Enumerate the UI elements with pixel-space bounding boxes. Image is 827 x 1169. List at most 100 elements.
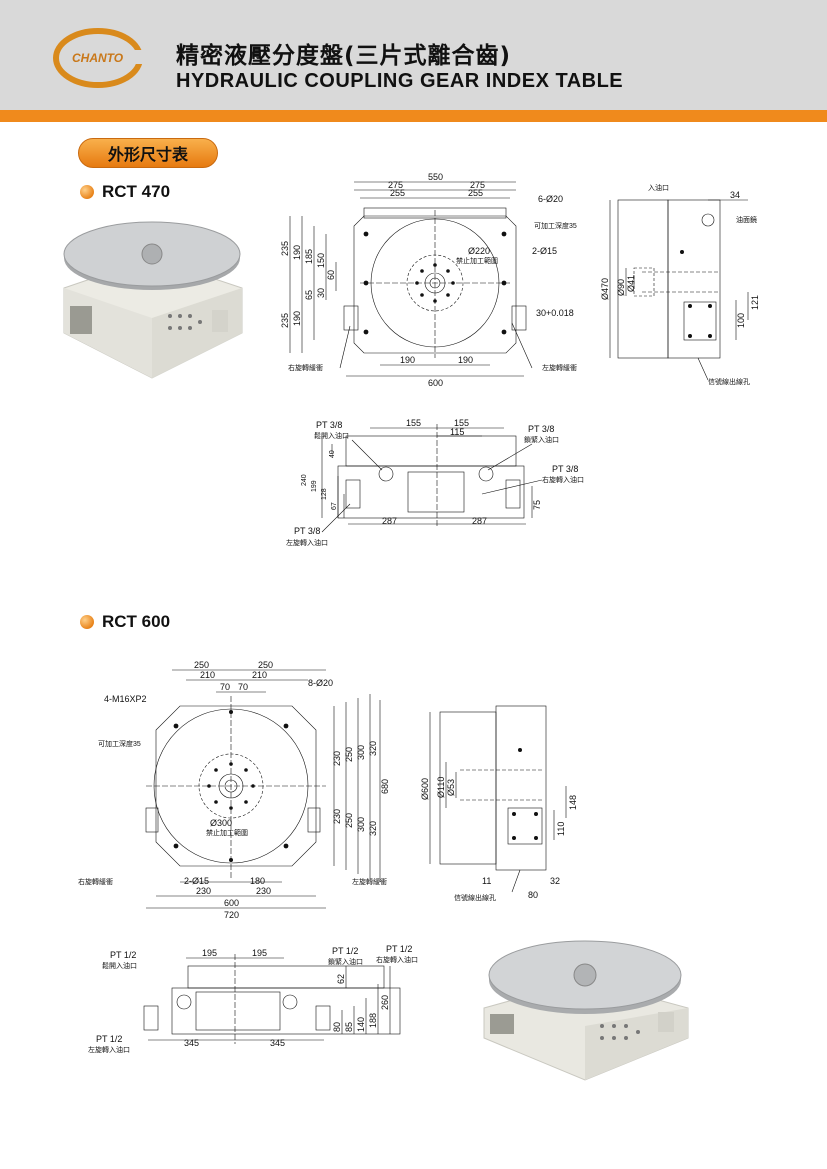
rct600-photo [483,940,689,1081]
label-forbid: 禁止加工範圍 [206,828,248,837]
rct470-top-view: 550 275 275 255 255 6-Ø20 可加工深度35 Ø220 禁… [280,172,577,388]
dim-210: 210 [252,670,267,680]
dim-40: 40 [329,450,336,458]
label-pt: PT 1/2 [96,1034,122,1044]
label-inlet: 入油口 [648,183,669,192]
dim-600: 600 [224,898,239,908]
dim-67: 67 [331,502,338,510]
label-release: 鬆開入油口 [102,961,137,970]
dim-d41: Ø41 [626,275,636,292]
label-left-inlet: 左旋轉入油口 [88,1045,130,1054]
dim-255: 255 [390,188,405,198]
dim-d110: Ø110 [436,777,446,798]
model-name: RCT 600 [102,612,171,631]
label-dia220: Ø220 [468,246,490,256]
dim-75: 75 [532,500,542,510]
dim-195: 195 [202,948,217,958]
rct470-photo [63,221,243,379]
dim-30: 30 [316,288,326,298]
dim-185: 185 [304,249,314,264]
label-signal: 信號線出線孔 [454,893,496,902]
dim-128: 128 [321,488,328,500]
label-rbuf: 右旋轉緩衝 [78,877,113,886]
dim-230: 230 [332,809,342,824]
label-hole2: 2-Ø15 [532,246,557,256]
label-forbid: 禁止加工範圍 [456,256,498,265]
dim-680: 680 [380,779,390,794]
dim-720: 720 [224,910,239,918]
dim-275: 275 [470,180,485,190]
bullet-icon [80,615,94,629]
dim-600: 600 [428,378,443,388]
label-left-inlet: 左旋轉入油口 [286,538,328,547]
label-right-inlet: 右旋轉入油口 [376,955,418,964]
label-rbuf: 右旋轉緩衝 [288,363,323,372]
dim-287: 287 [382,516,397,526]
dim-190: 190 [458,355,473,365]
rct470-front-view: PT 3/8 鬆開入油口 155 155 115 PT 3/8 鎖緊入油口 PT… [286,418,584,547]
dim-155: 155 [454,418,469,428]
rct600-front-view: PT 1/2 鬆開入油口 195 195 PT 1/2 鎖緊入油口 PT 1/2… [88,944,418,1054]
dim-32: 32 [550,876,560,886]
dim-320: 320 [368,821,378,836]
dim-70: 70 [238,682,248,692]
dim-110: 110 [556,822,566,836]
dim-230: 230 [332,751,342,766]
dim-d53: Ø53 [446,779,456,796]
dim-180: 180 [250,876,265,886]
dim-11: 11 [482,876,491,886]
dim-190: 190 [292,245,302,260]
dim-250: 250 [344,747,354,762]
label-release: 鬆開入油口 [314,431,349,440]
dim-345: 345 [184,1038,199,1048]
rct600-side-view: Ø600 Ø110 Ø53 148 110 11 80 32 信號線出線孔 [420,705,578,902]
label-pt: PT 1/2 [110,950,136,960]
dim-190: 190 [400,355,415,365]
dim-195: 195 [252,948,267,958]
dim-115: 115 [450,427,464,437]
dim-255: 255 [468,188,483,198]
model-rct470-heading: RCT 470 [80,182,170,202]
dim-155: 155 [406,418,421,428]
bullet-icon [80,185,94,199]
dim-550: 550 [428,172,443,182]
dim-190: 190 [292,311,302,326]
dim-d600: Ø600 [420,778,430,800]
label-lock: 鎖緊入油口 [328,957,363,966]
dim-100: 100 [736,313,746,328]
label-signal: 信號線出線孔 [708,377,750,386]
label-lbuf: 左旋轉緩衝 [352,877,387,886]
dim-345: 345 [270,1038,285,1048]
dim-199: 199 [311,480,318,492]
dim-d90: Ø90 [616,279,626,296]
page-title-en: HYDRAULIC COUPLING GEAR INDEX TABLE [176,70,624,92]
dim-140: 140 [356,1017,366,1032]
dim-210: 210 [200,670,215,680]
dim-34: 34 [730,190,740,200]
dim-70: 70 [220,682,230,692]
dim-d470: Ø470 [600,278,610,300]
dim-62: 62 [336,974,346,984]
label-lbuf: 左旋轉緩衝 [542,363,577,372]
dim-275: 275 [388,180,403,190]
label-lock: 鎖緊入油口 [524,435,559,444]
dim-188: 188 [368,1013,378,1028]
rct470-side-view: 入油口 34 油面鏡 Ø470 Ø90 Ø41 121 100 信號線出線孔 [600,183,760,386]
dim-121: 121 [750,295,760,310]
dim-65: 65 [304,290,314,300]
dim-300: 300 [356,817,366,832]
dim-250: 250 [194,660,209,670]
dim-235: 235 [280,241,290,256]
section-label: 外形尺寸表 [78,138,218,168]
dim-148: 148 [568,795,578,810]
label-holes: 6-Ø20 [538,194,563,204]
model-name: RCT 470 [102,182,171,201]
label-dia300: Ø300 [210,818,232,828]
dim-250: 250 [344,813,354,828]
dim-150: 150 [316,253,326,268]
label-pt: PT 3/8 [528,424,554,434]
dim-85: 85 [344,1022,354,1032]
label-holes: 8-Ø20 [308,678,333,688]
label-outlet: 油面鏡 [736,215,757,224]
dim-230: 230 [196,886,211,896]
